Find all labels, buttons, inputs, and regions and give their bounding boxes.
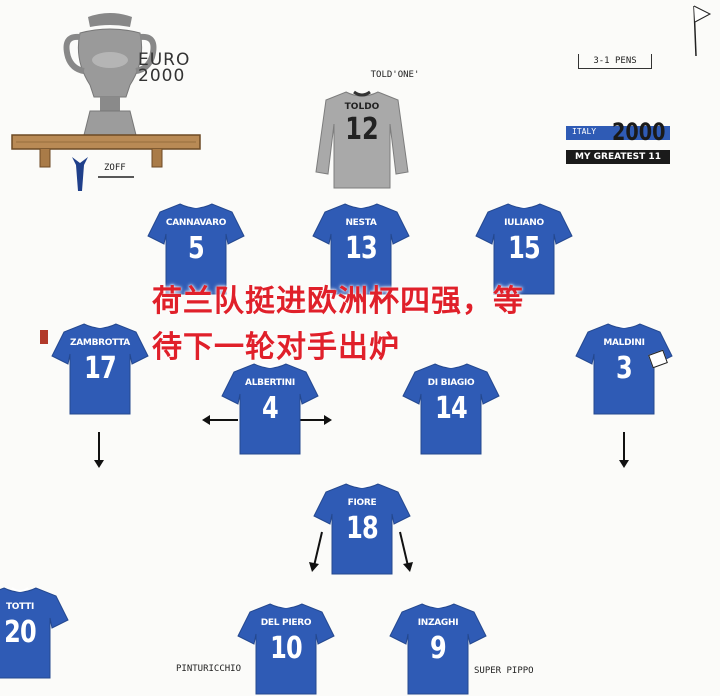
badge-year: 2000 <box>612 118 666 146</box>
jersey-shape <box>221 363 319 455</box>
jersey-shape <box>0 587 69 679</box>
caption-line-1: 荷兰队挺进欧洲杯四强，等 <box>152 284 524 319</box>
jersey-shape <box>402 363 500 455</box>
keeper-name: TOLDO <box>344 102 380 112</box>
player-name: CANNAVARO <box>165 218 227 228</box>
jersey-maldini: MALDINI 3 <box>574 318 674 416</box>
player-number: 5 <box>188 231 205 266</box>
corner-flag-icon <box>690 4 712 63</box>
keeper-jersey: TOLDO 12 <box>312 88 412 190</box>
pens-label: 3-1 PENS <box>578 54 652 69</box>
caption-line-2: 待下一轮对手出炉 <box>152 330 400 365</box>
jersey-shape <box>313 483 411 575</box>
player-name: MALDINI <box>603 338 645 348</box>
player-name: DEL PIERO <box>260 618 312 628</box>
player-number: 10 <box>270 631 303 666</box>
jersey-shape <box>51 323 149 415</box>
badge-country: ITALY <box>572 127 597 136</box>
italy-badge: ITALY 2000 MY GREATEST 11 <box>566 118 670 164</box>
euro-year: 2000 <box>138 66 186 86</box>
delpiero-nickname: PINTURICCHIO <box>176 664 242 674</box>
badge-subtitle: MY GREATEST 11 <box>566 150 670 164</box>
jersey-albertini: ALBERTINI 4 <box>220 358 320 456</box>
flag-icon <box>40 330 48 344</box>
player-name: INZAGHI <box>417 618 459 628</box>
player-name: ALBERTINI <box>245 378 295 388</box>
player-number: 9 <box>430 631 447 666</box>
player-name: DI BIAGIO <box>427 378 475 388</box>
player-number: 4 <box>262 391 279 426</box>
euro-text: EURO <box>138 50 191 70</box>
jersey-nesta: NESTA 13 <box>311 198 411 296</box>
jersey-shape <box>575 323 673 415</box>
arrow-down-right-icon <box>399 531 413 572</box>
player-number: 3 <box>616 351 633 386</box>
player-number: 18 <box>346 511 379 546</box>
jersey-dibiagio: DI BIAGIO 14 <box>401 358 501 456</box>
jersey-shape <box>475 203 573 295</box>
jersey-fiore: FIORE 18 <box>312 478 412 576</box>
euro-2000-logo: EURO 2000 <box>138 50 191 86</box>
keeper-nickname: TOLD'ONE' <box>370 70 420 80</box>
keeper-number: 12 <box>345 112 379 147</box>
arrow-down-icon <box>94 432 104 468</box>
player-name: FIORE <box>347 498 377 508</box>
inzaghi-nickname: SUPER PIPPO <box>474 666 534 676</box>
trophy-illustration <box>10 5 210 195</box>
player-name: IULIANO <box>504 218 544 228</box>
jersey-cannavaro: CANNAVARO 5 <box>146 198 246 296</box>
player-number: 13 <box>345 231 378 266</box>
arrow-down-icon <box>619 432 629 468</box>
player-name: TOTTI <box>5 602 35 612</box>
jersey-iuliano: IULIANO 15 <box>474 198 574 296</box>
player-name: NESTA <box>345 218 377 228</box>
arrow-down-left-icon <box>309 531 323 572</box>
jersey-totti: TOTTI 20 <box>0 582 70 680</box>
player-number: 20 <box>4 615 37 650</box>
jersey-inzaghi: INZAGHI 9 <box>388 598 488 696</box>
arrow-left-icon <box>202 415 238 425</box>
arrow-right-icon <box>296 415 332 425</box>
player-number: 15 <box>508 231 541 266</box>
jersey-zambrotta: ZAMBROTTA 17 <box>50 318 150 416</box>
zoff-label: ZOFF <box>104 163 126 173</box>
jersey-shape <box>312 203 410 295</box>
player-number: 17 <box>84 351 117 386</box>
jersey-delpiero: DEL PIERO 10 <box>236 598 336 696</box>
player-number: 14 <box>435 391 468 426</box>
jersey-shape <box>237 603 335 695</box>
jersey-shape <box>147 203 245 295</box>
jersey-shape <box>389 603 487 695</box>
player-name: ZAMBROTTA <box>70 338 130 348</box>
